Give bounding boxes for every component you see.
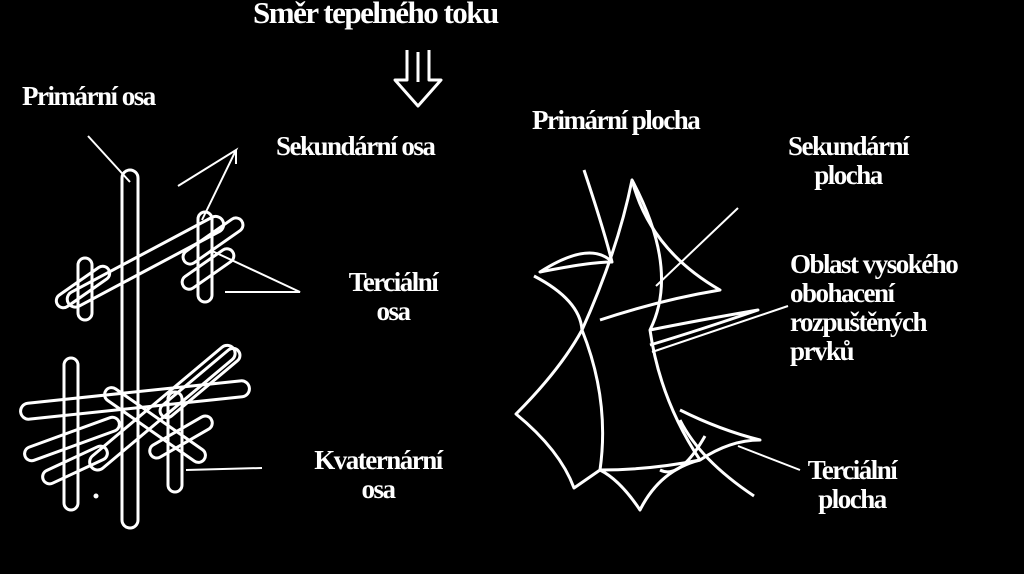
tertiary-axis-arm (54, 264, 112, 310)
secondary-surface (649, 308, 760, 347)
secondary-axis-arm (65, 214, 226, 309)
secondary-surface (538, 169, 614, 274)
secondary-surface-label: Sekundární plocha (768, 131, 928, 191)
secondary-surface (514, 274, 601, 490)
tertiary-surface-label-line-2: plocha (818, 484, 887, 515)
secondary-axis-arm (180, 247, 236, 291)
tertiary-axis-label: Terciální osa (328, 267, 458, 327)
dendrite-surfaces (514, 169, 762, 512)
left-leader-lines (87, 135, 301, 499)
enrichment-area-label-line-4: prvků (790, 336, 855, 367)
tertiary-axis-arm (41, 444, 109, 486)
primary-axis-label: Primární osa (22, 81, 156, 111)
tertiary-surface-label: Terciální plocha (782, 455, 922, 515)
quaternary-axis-label-line-1: Kvaternární (314, 445, 443, 475)
secondary-surface-label-line-2: plocha (814, 160, 883, 191)
tertiary-axis-label-line-2: osa (376, 296, 411, 327)
quaternary-axis-label-line-2: osa (361, 474, 396, 505)
enrichment-area-label-line-1: Oblast vysokého (790, 249, 959, 279)
primary-surface-label: Primární plocha (532, 105, 701, 135)
tertiary-axis-label-line-1: Terciální (348, 267, 439, 297)
secondary-surface-label-line-1: Sekundární (787, 131, 910, 161)
primary-axis-arm (120, 168, 140, 530)
tertiary-surface (678, 419, 755, 498)
secondary-axis-arm (181, 216, 245, 266)
tertiary-surface-label-line-1: Terciální (807, 455, 898, 485)
dendrite-skeleton (19, 168, 251, 530)
enrichment-area-label-line-2: obohacení (790, 278, 895, 309)
quaternary-axis-label: Kvaternární osa (294, 445, 462, 505)
enrichment-area-label: Oblast vysokého obohacení rozpuštěných p… (790, 249, 959, 367)
secondary-axis-arm (103, 386, 207, 464)
right-leader-lines (651, 207, 801, 471)
down-double-arrow-icon (393, 50, 443, 108)
enrichment-area-label-line-3: rozpuštěných (790, 307, 928, 338)
quaternary-axis-arm (158, 346, 242, 420)
tertiary-surface (659, 435, 707, 474)
secondary-surface (599, 179, 722, 322)
tertiary-surface (679, 408, 762, 462)
diagram-title: Směr tepelného toku (253, 0, 499, 30)
primary-surface (580, 178, 702, 472)
tertiary-axis-arm (23, 415, 121, 463)
secondary-axis-label: Sekundární osa (276, 131, 436, 161)
secondary-axis-arm (19, 379, 251, 421)
